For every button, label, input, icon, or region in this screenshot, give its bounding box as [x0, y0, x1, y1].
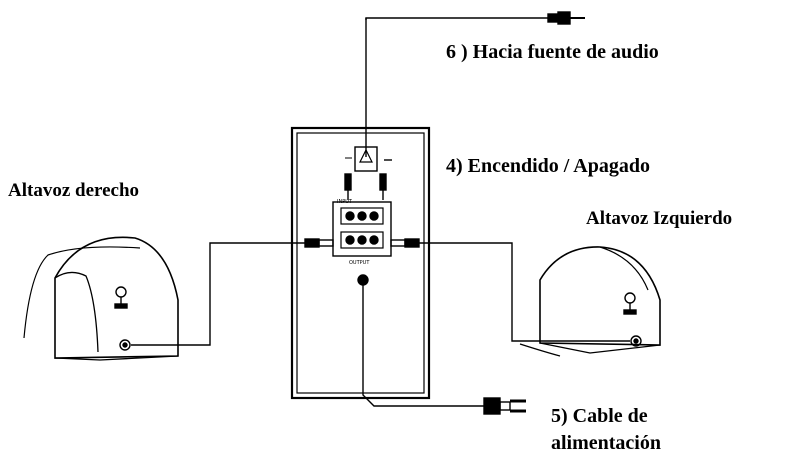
right-speaker-cable: [131, 242, 305, 346]
panel-input-text: INPUT: [337, 199, 353, 205]
left-output-connector-icon: [390, 238, 420, 248]
power-cable-label-line2: alimentación: [551, 432, 661, 454]
terminal-panel: [332, 201, 392, 257]
left-speaker-keyhole-icon: [623, 292, 637, 315]
right-speaker-label: Altavoz derecho: [8, 180, 140, 201]
power-cable: [362, 285, 484, 407]
right-speaker-jack-icon: [119, 339, 131, 351]
audio-source-cable: [365, 17, 548, 157]
audio-source-label: 6 ) Hacia fuente de audio: [446, 41, 659, 63]
left-speaker: [519, 246, 661, 357]
rca-input-plugs-icon: [344, 173, 387, 200]
power-switch-icon: [345, 146, 392, 172]
right-speaker-keyhole-icon: [114, 286, 128, 309]
power-cable-label-line1: 5) Cable de: [551, 405, 648, 427]
panel-output-text: OUTPUT: [349, 260, 370, 266]
power-cord-jack-icon: [357, 274, 369, 286]
audio-jack-plug-icon: [547, 11, 585, 25]
power-plug-icon: [483, 397, 526, 415]
right-speaker: [23, 236, 179, 361]
left-speaker-label: Altavoz Izquierdo: [586, 208, 733, 229]
right-output-connector-icon: [304, 238, 334, 248]
subwoofer-unit: [290, 126, 431, 400]
power-cable-label: 5) Cable de alimentación: [551, 403, 661, 457]
power-switch-label: 4) Encendido / Apagado: [446, 155, 650, 177]
left-speaker-cable: [419, 242, 630, 342]
left-speaker-jack-icon: [630, 335, 642, 347]
